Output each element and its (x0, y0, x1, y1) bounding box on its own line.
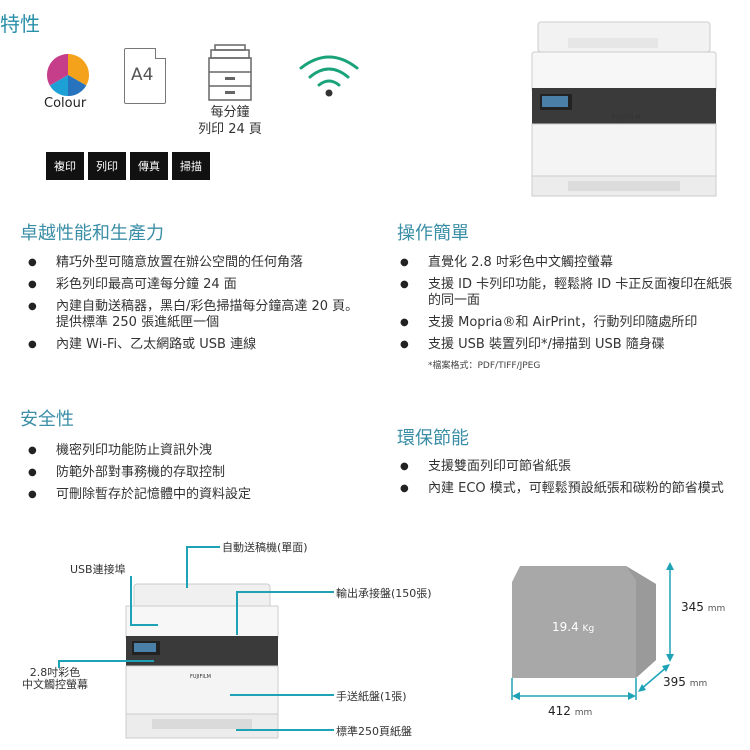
weight-unit: Kg (582, 624, 595, 634)
security-heading: 安全性 (20, 409, 74, 430)
list-item: 精巧外型可隨意放置在辦公空間的任何角落 (28, 255, 363, 271)
tag-print: 列印 (88, 152, 126, 180)
weight-label: 19.4 Kg (552, 620, 594, 634)
tag-scan: 掃描 (172, 152, 210, 180)
height-label: 345 mm (681, 600, 725, 614)
list-item: 內建 ECO 模式，可輕鬆預設紙張和碳粉的節省模式 (400, 481, 745, 497)
list-item: 支援 Mopria®和 AirPrint，行動列印隨處所印 (400, 315, 745, 331)
width-unit: mm (574, 708, 593, 718)
eco-list: 支援雙面列印可節省紙張 內建 ECO 模式，可輕鬆預設紙張和碳粉的節省模式 (400, 459, 745, 503)
dimension-silhouette (506, 560, 706, 710)
printer-photo: FUJIFILM (528, 18, 720, 200)
list-item: 彩色列印最高可達每分鐘 24 面 (28, 277, 363, 293)
operation-list: 直覺化 2.8 吋彩色中文觸控螢幕 支援 ID 卡列印功能，輕鬆將 ID 卡正反… (400, 255, 745, 359)
operation-heading: 操作簡單 (397, 223, 469, 244)
height-value: 345 (681, 600, 704, 614)
file-format-note: *檔案格式：PDF/TIFF/JPEG (428, 361, 541, 371)
performance-list: 精巧外型可隨意放置在辦公空間的任何角落 彩色列印最高可達每分鐘 24 面 內建自… (28, 255, 363, 359)
callout-std-tray: 標準250頁紙盤 (336, 725, 412, 738)
callout-usb: USB連接埠 (70, 563, 126, 576)
page-title: 特性 (0, 12, 40, 36)
printer-icon (205, 44, 255, 102)
list-item: 機密列印功能防止資訊外洩 (28, 443, 363, 459)
height-unit: mm (707, 604, 726, 614)
callout-screen-line-2: 中文觸控螢幕 (22, 678, 88, 691)
colour-icon (45, 52, 91, 98)
a4-paper-icon: A4 (124, 48, 166, 104)
width-value: 412 (548, 704, 571, 718)
depth-value: 395 (663, 675, 686, 689)
tag-copy: 複印 (46, 152, 84, 180)
tag-fax: 傳真 (130, 152, 168, 180)
width-label: 412 mm (548, 704, 592, 718)
callout-adf: 自動送稿機(單面) (222, 541, 308, 554)
list-item: 內建自動送稿器，黑白/彩色掃描每分鐘高達 20 頁。提供標準 250 張進紙匣一… (28, 299, 363, 331)
speed-text-line-2: 列印 24 頁 (198, 122, 262, 137)
callout-screen: 2.8吋彩色 中文觸控螢幕 (22, 667, 88, 691)
a4-label: A4 (131, 65, 154, 85)
eco-heading: 環保節能 (397, 428, 469, 449)
colour-label: Colour (44, 96, 87, 111)
printer-brand-top: FUJIFILM (612, 114, 642, 121)
list-item: 可刪除暫存於記憶體中的資料設定 (28, 487, 363, 503)
list-item: 支援雙面列印可節省紙張 (400, 459, 745, 475)
callout-screen-line-1: 2.8吋彩色 (29, 666, 81, 679)
list-item: 防範外部對事務機的存取控制 (28, 465, 363, 481)
speed-text: 每分鐘 列印 24 頁 (190, 104, 270, 138)
printer-diagram: FUJIFILM (122, 578, 282, 740)
wifi-icon (298, 52, 360, 98)
performance-heading: 卓越性能和生產力 (20, 223, 164, 244)
list-item: 支援 ID 卡列印功能，輕鬆將 ID 卡正反面複印在紙張的同一面 (400, 277, 745, 309)
callout-output-tray: 輸出承接盤(150張) (336, 587, 432, 600)
list-item: 內建 Wi-Fi、乙太網路或 USB 連線 (28, 337, 363, 353)
weight-value: 19.4 (552, 620, 579, 634)
depth-unit: mm (689, 679, 708, 689)
security-list: 機密列印功能防止資訊外洩 防範外部對事務機的存取控制 可刪除暫存於記憶體中的資料… (28, 443, 363, 509)
list-item: 支援 USB 裝置列印*/掃描到 USB 隨身碟 (400, 337, 745, 353)
speed-text-line-1: 每分鐘 (210, 105, 250, 120)
depth-label: 395 mm (663, 675, 707, 689)
function-tags: 複印列印傳真掃描 (46, 152, 214, 180)
callout-manual-tray: 手送紙盤(1張) (336, 690, 407, 703)
list-item: 直覺化 2.8 吋彩色中文觸控螢幕 (400, 255, 745, 271)
printer-brand-diagram: FUJIFILM (190, 674, 211, 680)
